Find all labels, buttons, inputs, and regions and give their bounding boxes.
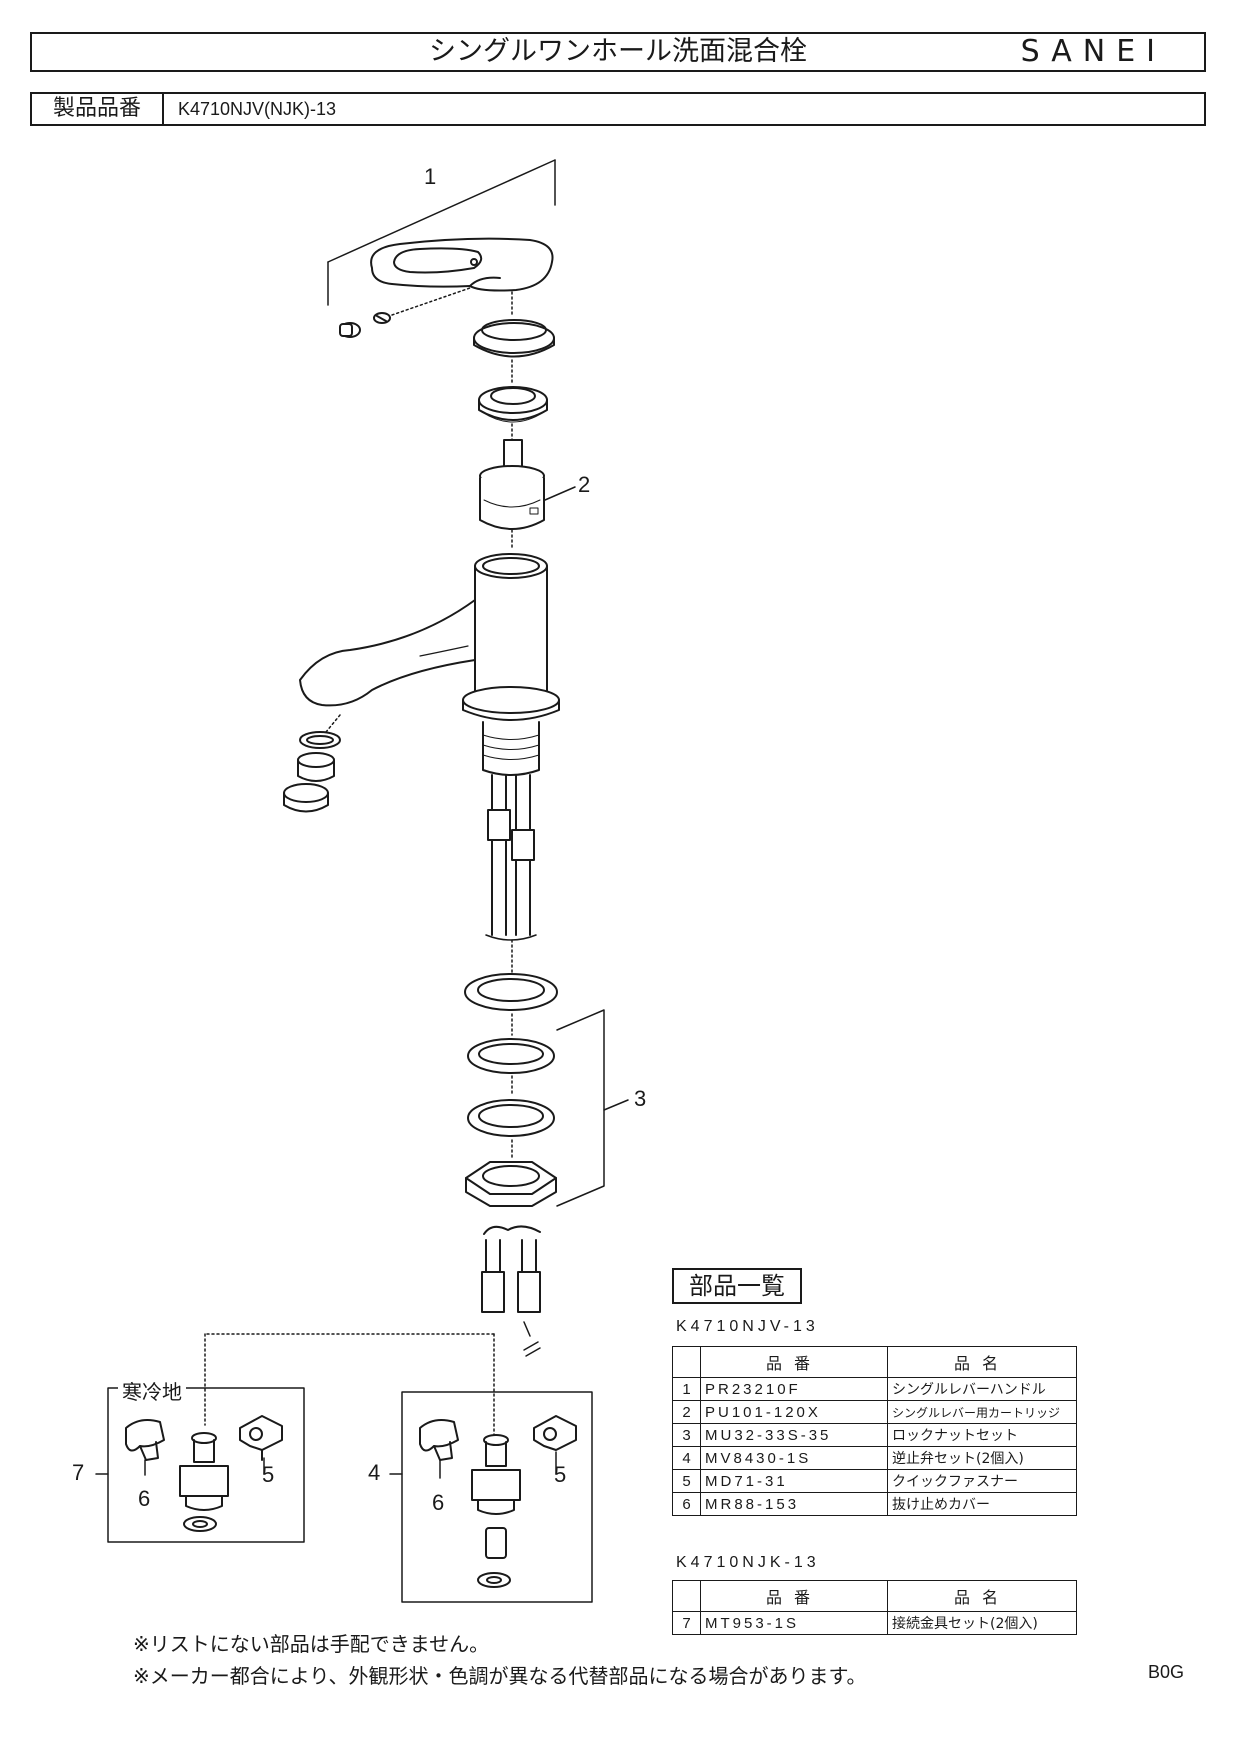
callout-1: 1 (424, 164, 437, 189)
faucet-body (299, 553, 560, 776)
cap-nut (478, 386, 548, 423)
lock-nut (465, 1161, 557, 1207)
note-unlisted-parts: ※リストにない部品は手配できません。 (133, 1632, 490, 1656)
model-label: 製品品番 (32, 94, 164, 124)
parts-list-title: 部品一覧 (672, 1268, 802, 1304)
washer-3 (467, 1099, 555, 1137)
table-row: 1 PR23210F シングルレバーハンドル (672, 1377, 1077, 1401)
bracket-part-1 (327, 159, 556, 306)
header-code: 品番 (700, 1346, 888, 1378)
callout-5: 5 (554, 1462, 567, 1487)
callout-3: 3 (634, 1086, 647, 1111)
callout-6: 6 (432, 1490, 445, 1515)
title-bar: シングルワンホール洗面混合栓 SANEI (30, 32, 1206, 72)
document-title: シングルワンホール洗面混合栓 (429, 36, 807, 67)
callout-5-cold: 5 (262, 1462, 275, 1487)
cold-region-leaders (95, 1457, 265, 1476)
leader-lines (204, 1333, 495, 1441)
table-header-row: 品番 品名 (672, 1580, 1077, 1612)
header-name: 品名 (887, 1346, 1077, 1378)
table-row: 6 MR88-153 抜け止めカバー (672, 1492, 1077, 1516)
cold-region-parts (125, 1415, 283, 1532)
document-code: B0G (1148, 1662, 1185, 1682)
parts-table-2: 品番 品名 7 MT953-1S 接続金具セット(2個入) (672, 1580, 1077, 1635)
callout-7: 7 (72, 1460, 85, 1485)
table-row: 7 MT953-1S 接続金具セット(2個入) (672, 1611, 1077, 1635)
cold-region-box (107, 1387, 305, 1543)
model-number: K4710NJV(NJK)-13 (178, 99, 337, 119)
supply-hoses-upper (485, 774, 537, 941)
callout-4: 4 (368, 1460, 381, 1485)
supply-hoses-lower (481, 1225, 541, 1357)
parts-table-1: 品番 品名 1 PR23210F シングルレバーハンドル 2 PU101-120… (672, 1346, 1077, 1516)
table1-model: K4710NJV-13 (676, 1318, 819, 1335)
aerator-parts (283, 714, 341, 813)
table-row: 5 MD71-31 クイックファスナー (672, 1469, 1077, 1493)
bracket-part-3 (556, 1009, 629, 1207)
note-substitute-parts: ※メーカー都合により、外観形状・色調が異なる代替部品になる場合があります。 (133, 1664, 867, 1688)
model-bar: 製品品番 K4710NJV(NJK)-13 (30, 92, 1206, 126)
cold-region-label: 寒冷地 (118, 1376, 186, 1405)
table-row: 4 MV8430-1S 逆止弁セット(2個入) (672, 1446, 1077, 1470)
header-code: 品番 (700, 1580, 888, 1612)
brand-logo: SANEI (1020, 34, 1166, 69)
cartridge (479, 439, 545, 530)
handle-screw (339, 312, 391, 338)
lever-handle (370, 237, 554, 292)
check-valve-box (401, 1391, 593, 1603)
table-header-row: 品番 品名 (672, 1346, 1077, 1378)
table-row: 3 MU32-33S-35 ロックナットセット (672, 1423, 1077, 1447)
cover-ring (473, 319, 555, 358)
callout-6-cold: 6 (138, 1486, 151, 1511)
callout-2: 2 (578, 472, 591, 497)
table-row: 2 PU101-120X シングルレバー用カートリッジ (672, 1400, 1077, 1424)
check-valve-parts (419, 1415, 577, 1588)
header-name: 品名 (887, 1580, 1077, 1612)
washer-2 (467, 1038, 555, 1074)
washer-1 (464, 973, 558, 1011)
check-valve-leaders (389, 1451, 557, 1479)
table2-model: K4710NJK-13 (676, 1554, 820, 1571)
